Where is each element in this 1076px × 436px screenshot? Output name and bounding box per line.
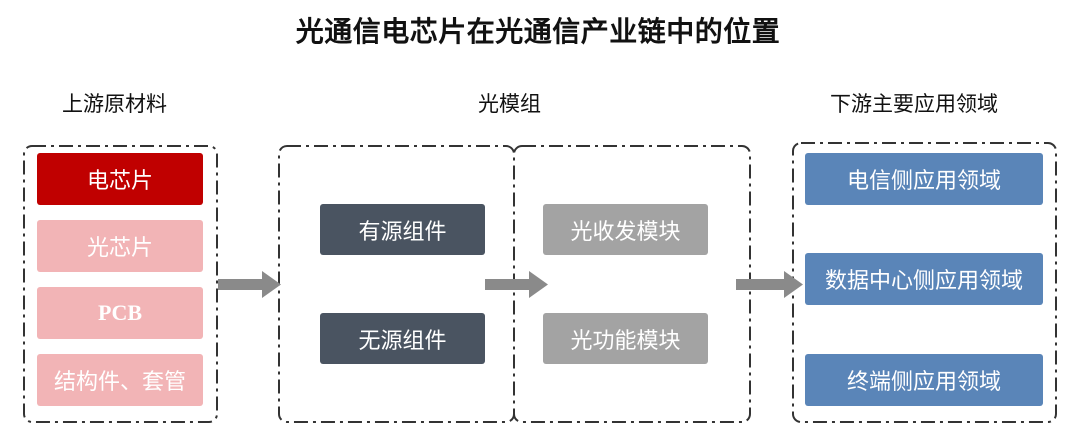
module-item-passive-components: 无源组件 [320, 313, 485, 364]
downstream-item-telecom: 电信侧应用领域 [805, 153, 1043, 205]
module-frame-right [513, 145, 751, 423]
diagram-title: 光通信电芯片在光通信产业链中的位置 [295, 15, 781, 48]
downstream-item-terminal: 终端侧应用领域 [805, 354, 1043, 406]
arrow-module-to-downstream-2 [736, 271, 803, 298]
arrow-module-to-downstream-1 [485, 271, 548, 298]
upstream-frame [23, 145, 218, 423]
downstream-item-datacenter: 数据中心侧应用领域 [805, 253, 1043, 305]
upstream-item-pcb: PCB [37, 287, 203, 339]
module-item-transceiver: 光收发模块 [543, 204, 708, 255]
downstream-label: 下游主要应用领域 [830, 92, 998, 116]
upstream-item-structural-parts: 结构件、套管 [37, 354, 203, 406]
module-item-active-components: 有源组件 [320, 204, 485, 255]
module-frame-left [278, 145, 515, 423]
upstream-item-optical-chip: 光芯片 [37, 220, 203, 272]
upstream-label: 上游原材料 [62, 92, 167, 116]
arrow-upstream-to-module [218, 271, 281, 298]
module-item-functional: 光功能模块 [543, 313, 708, 364]
upstream-item-electric-chip: 电芯片 [37, 153, 203, 205]
module-label: 光模组 [478, 92, 541, 116]
